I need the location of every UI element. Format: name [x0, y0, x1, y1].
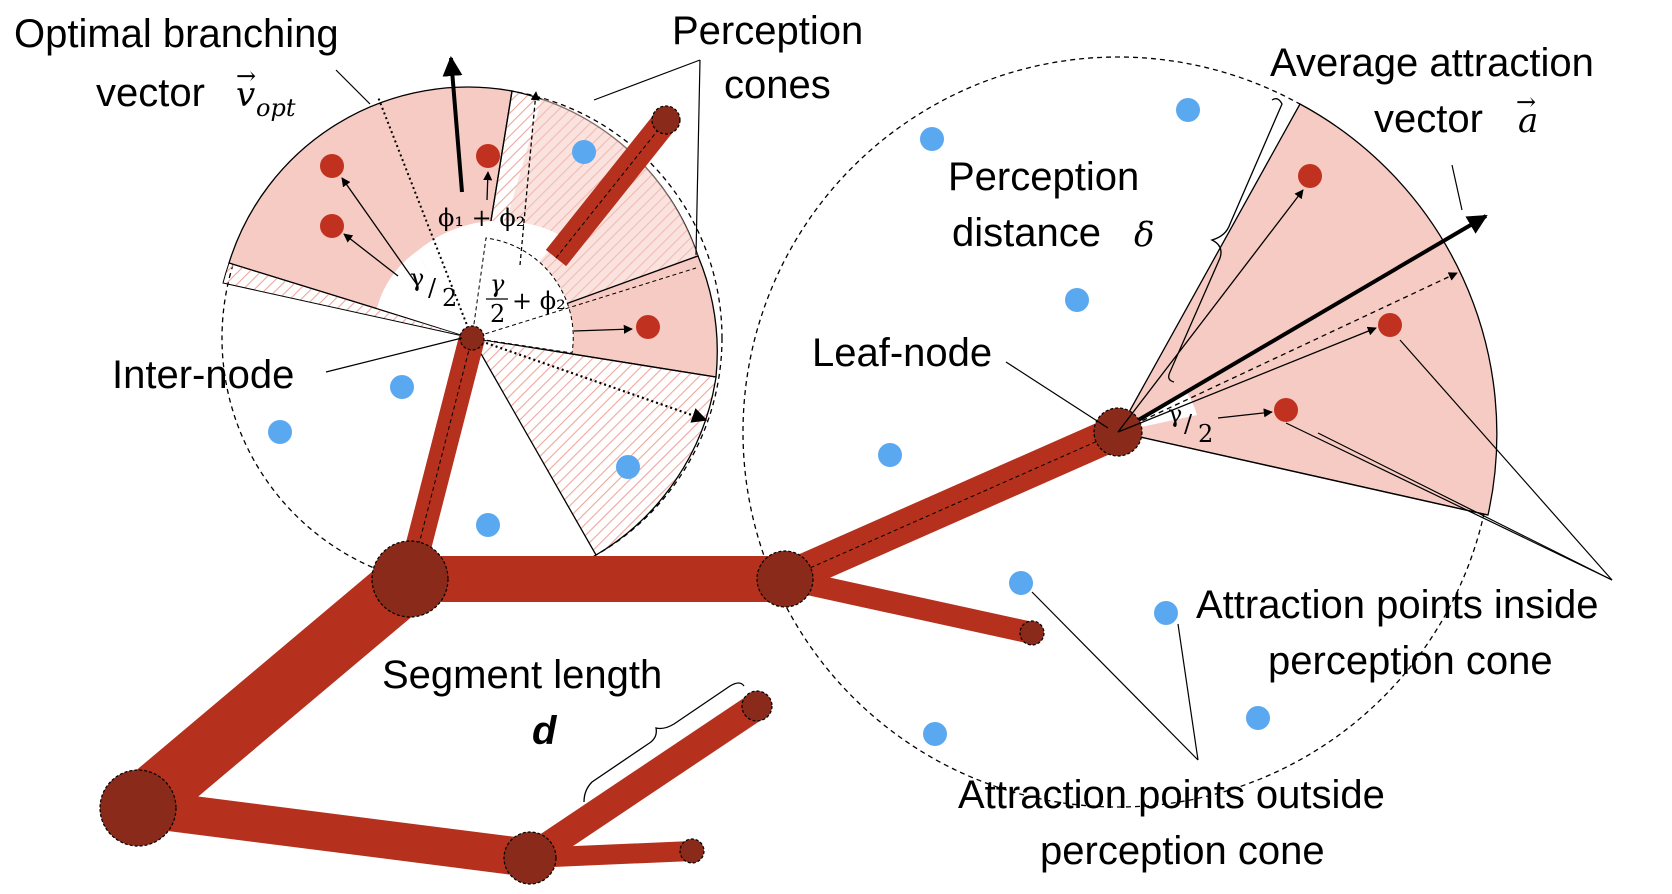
branch-segment — [529, 841, 693, 868]
attraction-point-outside — [1176, 98, 1200, 122]
attraction-point-outside — [572, 140, 596, 164]
attraction-inside-label-line2: perception cone — [1268, 639, 1553, 683]
attraction-point-outside — [390, 375, 414, 399]
perception-cones-label-line1: Perception — [672, 9, 863, 53]
perception-distance-brace — [1168, 98, 1283, 383]
segment-length-symbol: d — [532, 709, 558, 753]
attraction-point-outside — [1009, 571, 1033, 595]
attraction-point-outside — [268, 420, 292, 444]
branch-segment — [522, 694, 765, 870]
plus-phi2-label: + ϕ₂ — [512, 287, 566, 315]
attraction-point-outside — [878, 443, 902, 467]
attraction-point-inside — [476, 144, 500, 168]
branch-segment — [135, 789, 533, 877]
attraction-point-outside — [920, 127, 944, 151]
attraction-points-outside — [268, 98, 1270, 746]
attraction-outside-label-line1: Attraction points outside — [958, 773, 1385, 817]
attraction-point-inside — [636, 315, 660, 339]
angle-wedge-gamma-phi — [471, 237, 574, 354]
branch-segment — [118, 556, 430, 831]
attraction-point-outside — [1246, 706, 1270, 730]
right-perception-cone — [1117, 103, 1498, 516]
angle-labels: ϕ₁ + ϕ₂ γ / 2 γ 2 + ϕ₂ γ / 2 — [410, 204, 1213, 448]
gamma-half-frac-gamma: γ — [490, 270, 505, 298]
tip-node — [741, 690, 773, 722]
gamma-half-right-two: 2 — [1198, 420, 1213, 448]
leaf-node-label: Leaf-node — [812, 331, 992, 375]
angle-wedge-gamma — [377, 252, 472, 338]
attraction-outside-label-line2: perception cone — [1040, 829, 1325, 873]
perception-cones-label-line2: cones — [724, 63, 831, 107]
perception-distance-symbol: δ — [1134, 215, 1154, 255]
optimal-branching-label-line1: Optimal branching — [14, 12, 339, 56]
inter-node-circle — [459, 325, 485, 351]
perception-distance-label-line1: Perception — [948, 155, 1139, 199]
phi-sum-label: ϕ₁ + ϕ₂ — [438, 204, 525, 232]
tip-node — [651, 105, 681, 135]
optimal-branching-dotted-line — [377, 96, 473, 339]
attraction-arrows — [341, 171, 1377, 433]
attraction-point-outside — [476, 513, 500, 537]
segment-length-label: Segment length — [382, 653, 662, 697]
attraction-point-inside — [1378, 313, 1402, 337]
gamma-half-right-slash: / — [1184, 410, 1193, 438]
attraction-point-inside — [1298, 164, 1322, 188]
branch-center-lines — [409, 119, 1119, 580]
optimal-branching-label-line2: vector — [96, 71, 205, 115]
inter-node-label: Inter-node — [112, 353, 294, 397]
average-attraction-label-line1: Average attraction — [1270, 41, 1594, 85]
right-cone-inner-line — [1117, 431, 1489, 516]
gamma-half-left-two: 2 — [442, 284, 457, 312]
branch-node — [756, 550, 814, 608]
attraction-point-outside — [1154, 601, 1178, 625]
attraction-point-inside — [320, 214, 344, 238]
attraction-point-outside — [1065, 288, 1089, 312]
average-attraction-symbol: a — [1518, 101, 1538, 141]
branch-node — [371, 540, 449, 618]
lower-dotted-arrow — [471, 336, 708, 423]
gamma-half-frac-two: 2 — [490, 300, 505, 328]
left-cone-1-hatched — [222, 262, 473, 339]
tip-node — [1019, 620, 1045, 646]
optimal-branching-subscript: opt — [256, 94, 296, 122]
gamma-half-left-gamma: γ — [410, 264, 424, 292]
dashed-vector-upper — [519, 91, 540, 266]
tree-nodes — [99, 105, 1143, 885]
average-attraction-label-line2: vector — [1374, 97, 1483, 141]
gamma-half-left-slash: / — [428, 274, 437, 302]
segment-length-brace — [583, 682, 745, 803]
left-cone-4-hatched — [470, 337, 717, 556]
optimal-branching-arrow-accent: → — [236, 62, 256, 90]
attraction-points-inside — [320, 144, 1402, 422]
tip-node — [679, 838, 705, 864]
average-attraction-arrow-accent: → — [1516, 88, 1536, 116]
leader-lines — [325, 59, 1613, 761]
gamma-half-right-gamma: γ — [1168, 400, 1182, 428]
attraction-point-outside — [923, 722, 947, 746]
root-node — [99, 769, 177, 847]
optimal-branching-vector — [442, 56, 464, 193]
attraction-point-inside — [1274, 398, 1298, 422]
attraction-point-outside — [616, 455, 640, 479]
left-perception-circle — [221, 87, 723, 589]
text-labels: Optimal branching vector v → opt Percept… — [14, 9, 1598, 873]
perception-distance-label-line2: distance — [952, 211, 1101, 255]
attraction-point-inside — [320, 154, 344, 178]
optimal-branching-symbol: v — [236, 75, 255, 115]
attraction-inside-label-line1: Attraction points inside — [1196, 583, 1598, 627]
branch-segment — [782, 568, 1035, 644]
branch-node — [503, 831, 557, 885]
average-attraction-vector — [1116, 214, 1488, 434]
branch-segment — [397, 334, 485, 583]
